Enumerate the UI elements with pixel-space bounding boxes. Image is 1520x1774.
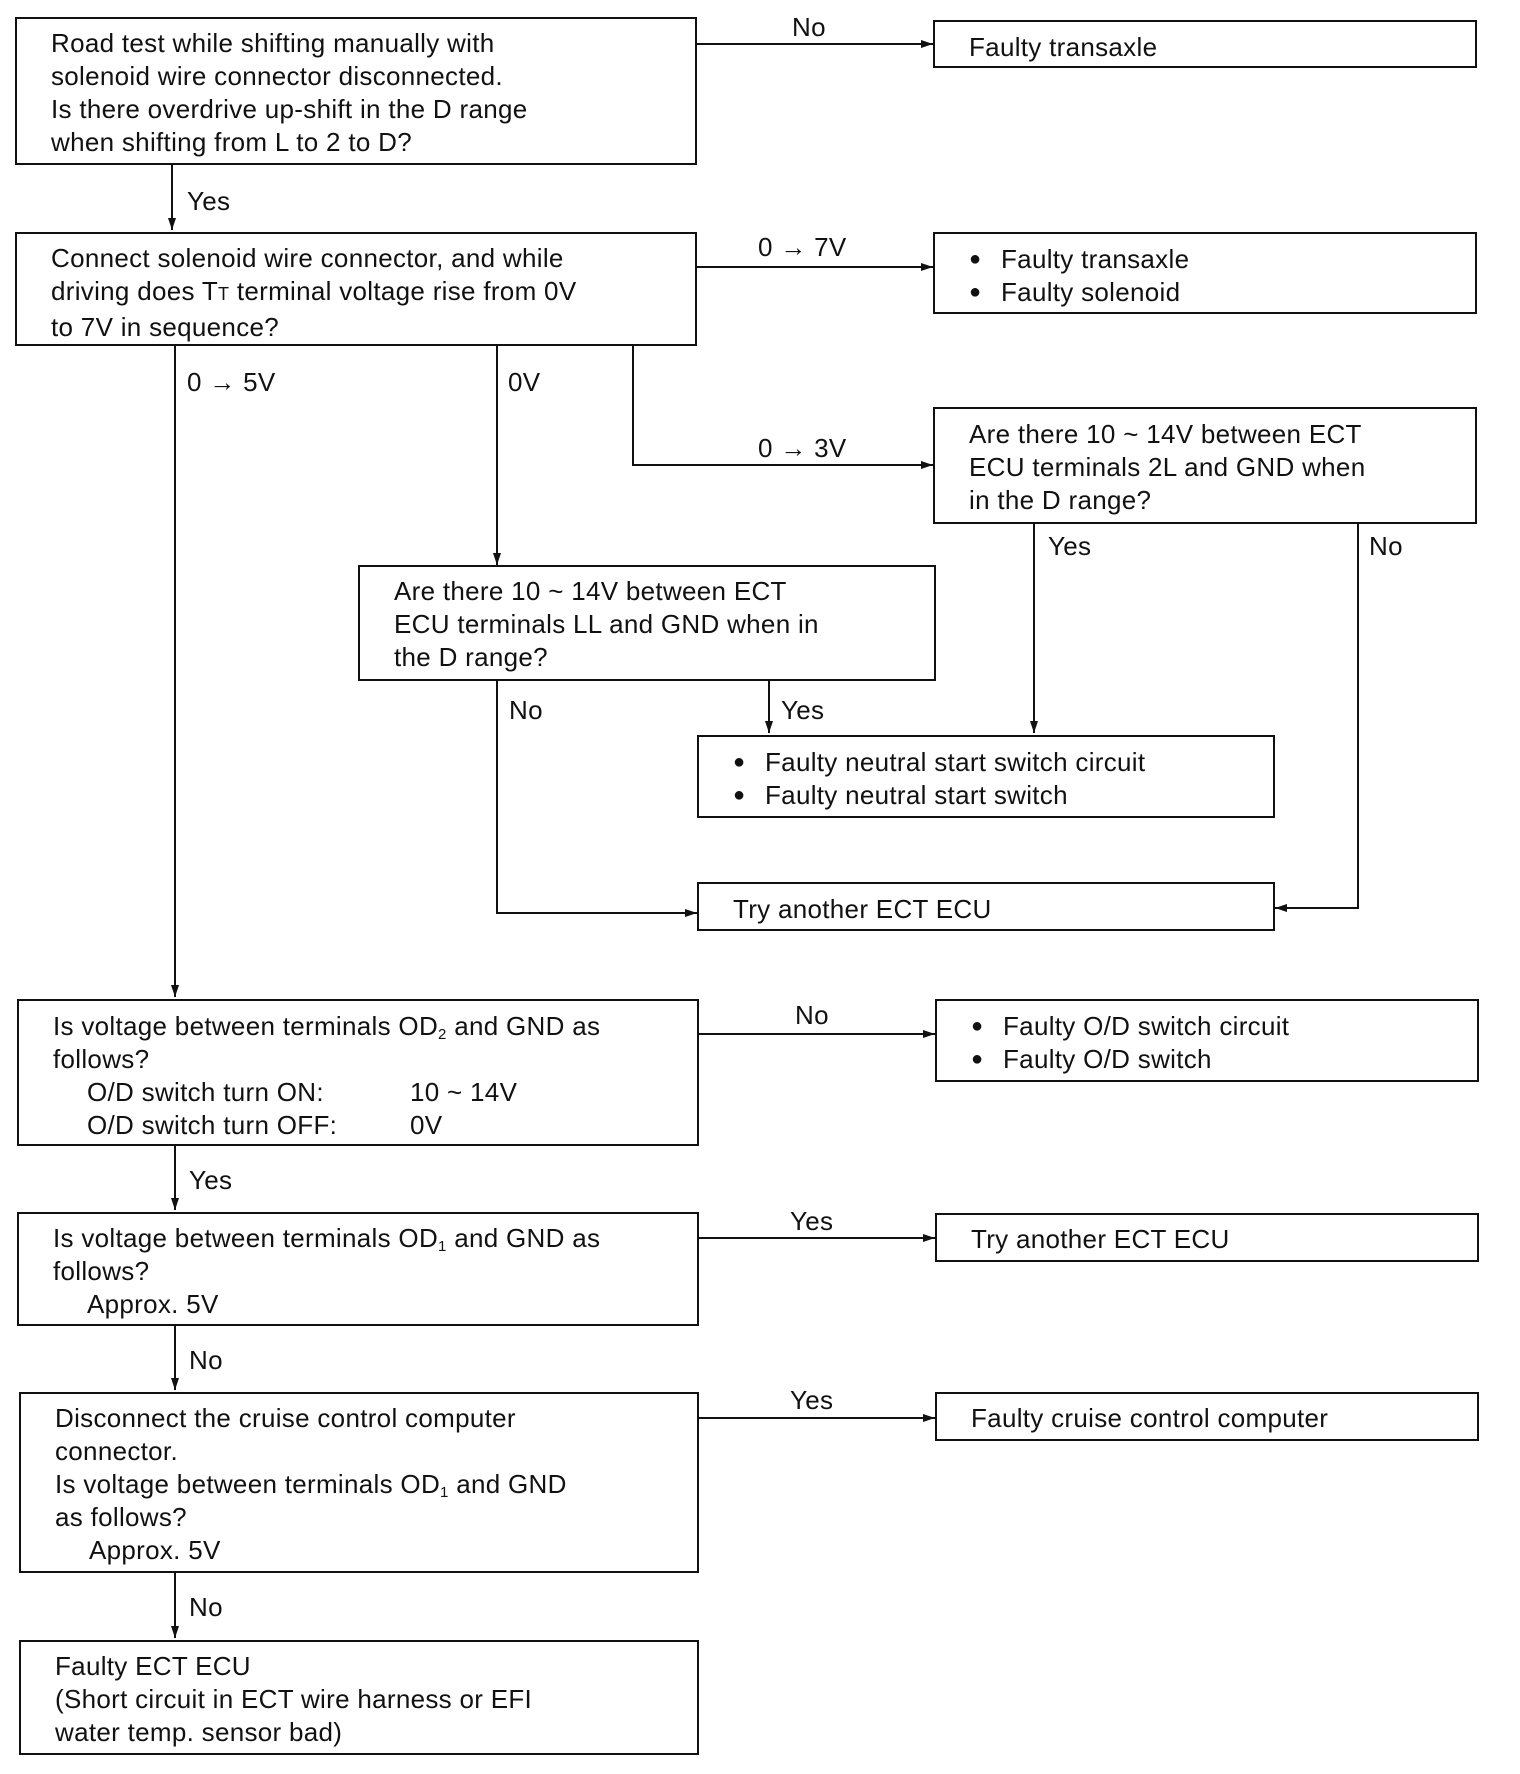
- result-faulty-solenoid-bullet: Faulty solenoid: [969, 276, 1475, 309]
- q2-line-3: to 7V in sequence?: [51, 312, 280, 342]
- result-nss-circuit-bullet: Faulty neutral start switch circuit: [733, 746, 1273, 779]
- od2-line-2: follows?: [53, 1044, 150, 1074]
- od2-line-1-start: Is voltage between terminals OD: [53, 1011, 439, 1041]
- label-qll-yes: Yes: [781, 695, 825, 725]
- question-od2-voltage-box: Is voltage between terminals OD2 and GND…: [17, 999, 699, 1146]
- od2-line-1-end: and GND as: [446, 1011, 601, 1041]
- qll-line-3: the D range?: [394, 642, 548, 672]
- qll-line-2: ECU terminals LL and GND when in: [394, 609, 819, 639]
- label-q2-3v: 0 → 3V: [758, 433, 847, 463]
- q2l-line-2: ECU terminals 2L and GND when: [969, 452, 1366, 482]
- label-q2-5v: 0 → 5V: [187, 367, 276, 397]
- result-nss-bullet: Faulty neutral start switch: [733, 779, 1273, 812]
- cruise-line-4: as follows?: [55, 1502, 187, 1532]
- od1-subscript: 1: [438, 1238, 447, 1255]
- question-road-test-box: Road test while shifting manually with s…: [15, 17, 697, 165]
- od2-line-1: Is voltage between terminals OD2 and GND…: [53, 1010, 685, 1043]
- result-od-switch-box: Faulty O/D switch circuit Faulty O/D swi…: [935, 999, 1479, 1082]
- q2-line-2-start: driving does T: [51, 276, 219, 306]
- cruise-line-1: Disconnect the cruise control computer: [55, 1403, 516, 1433]
- final-line-3: water temp. sensor bad): [55, 1717, 343, 1747]
- od1-line-2: follows?: [53, 1256, 150, 1286]
- label-q2-0v: 0V: [508, 367, 541, 397]
- result-faulty-transaxle-bullet: Faulty transaxle: [969, 243, 1475, 276]
- q1-line-1: Road test while shifting manually with: [51, 28, 495, 58]
- connector-q2-3v: [632, 346, 933, 469]
- cruise-line-3: Is voltage between terminals OD1 and GND: [55, 1468, 685, 1501]
- question-tt-voltage-box: Connect solenoid wire connector, and whi…: [15, 232, 697, 346]
- label-od2-yes: Yes: [189, 1165, 233, 1195]
- cruise-line-3-end: and GND: [448, 1469, 567, 1499]
- result-transaxle-solenoid-box: Faulty transaxle Faulty solenoid: [933, 232, 1477, 314]
- final-line-1: Faulty ECT ECU: [55, 1651, 251, 1681]
- result-faulty-transaxle-text: Faulty transaxle: [969, 32, 1158, 62]
- result-neutral-start-switch-box: Faulty neutral start switch circuit Faul…: [697, 735, 1275, 818]
- result-od-switch-bullet: Faulty O/D switch: [971, 1043, 1477, 1076]
- faulty-cruise-computer-text: Faulty cruise control computer: [971, 1403, 1329, 1433]
- q2-line-2: driving does TT terminal voltage rise fr…: [51, 275, 683, 311]
- od2-on-row: O/D switch turn ON: 10 ~ 14V: [53, 1076, 685, 1109]
- label-od1-no: No: [189, 1345, 223, 1375]
- question-cruise-control-box: Disconnect the cruise control computer c…: [19, 1392, 699, 1573]
- od2-on-label: O/D switch turn ON:: [87, 1077, 324, 1107]
- q1-line-4: when shifting from L to 2 to D?: [51, 127, 412, 157]
- qll-line-1: Are there 10 ~ 14V between ECT: [394, 576, 787, 606]
- connector-q2l-no: [1275, 524, 1359, 912]
- q2-line-1: Connect solenoid wire connector, and whi…: [51, 243, 564, 273]
- result-try-another-ecu-box-1: Try another ECT ECU: [697, 882, 1275, 931]
- od2-on-value: 10 ~ 14V: [410, 1077, 518, 1107]
- question-ll-voltage-box: Are there 10 ~ 14V between ECT ECU termi…: [358, 565, 936, 681]
- label-q2-7v: 0 → 7V: [758, 232, 847, 262]
- try-ecu-1-text: Try another ECT ECU: [733, 894, 992, 924]
- label-od2-no: No: [795, 1000, 829, 1030]
- result-od-switch-circuit-bullet: Faulty O/D switch circuit: [971, 1010, 1477, 1043]
- od2-subscript: 2: [438, 1026, 447, 1043]
- cruise-line-5: Approx. 5V: [89, 1535, 221, 1565]
- q2l-line-1: Are there 10 ~ 14V between ECT: [969, 419, 1362, 449]
- label-cruise-yes: Yes: [790, 1385, 834, 1415]
- od1-line-1-end: and GND as: [446, 1223, 601, 1253]
- q1-line-2: solenoid wire connector disconnected.: [51, 61, 503, 91]
- connector-qll-no: [496, 681, 697, 917]
- cruise-subscript: 1: [440, 1484, 449, 1501]
- question-2l-voltage-box: Are there 10 ~ 14V between ECT ECU termi…: [933, 407, 1477, 524]
- label-q2l-no: No: [1369, 531, 1403, 561]
- od1-line-1-start: Is voltage between terminals OD: [53, 1223, 439, 1253]
- question-od1-voltage-box: Is voltage between terminals OD1 and GND…: [17, 1212, 699, 1326]
- result-try-another-ecu-box-2: Try another ECT ECU: [935, 1213, 1479, 1262]
- od1-line-3: Approx. 5V: [87, 1289, 219, 1319]
- result-faulty-transaxle-box: Faulty transaxle: [933, 20, 1477, 68]
- od2-off-value: 0V: [410, 1110, 443, 1140]
- label-cruise-no: No: [189, 1592, 223, 1622]
- label-q2l-yes: Yes: [1048, 531, 1092, 561]
- label-od1-yes: Yes: [790, 1206, 834, 1236]
- cruise-line-3-start: Is voltage between terminals OD: [55, 1469, 441, 1499]
- tt-subscript: T: [218, 284, 230, 304]
- od2-off-label: O/D switch turn OFF:: [87, 1110, 338, 1140]
- q1-line-3: Is there overdrive up-shift in the D ran…: [51, 94, 528, 124]
- q2-line-2-end: terminal voltage rise from 0V: [229, 276, 577, 306]
- q2l-line-3: in the D range?: [969, 485, 1152, 515]
- try-ecu-2-text: Try another ECT ECU: [971, 1224, 1230, 1254]
- od2-off-row: O/D switch turn OFF: 0V: [53, 1109, 685, 1142]
- label-qll-no: No: [509, 695, 543, 725]
- result-faulty-cruise-computer-box: Faulty cruise control computer: [935, 1392, 1479, 1441]
- label-q1-no: No: [792, 12, 826, 42]
- result-faulty-ect-ecu-box: Faulty ECT ECU (Short circuit in ECT wir…: [19, 1640, 699, 1755]
- final-line-2: (Short circuit in ECT wire harness or EF…: [55, 1684, 533, 1714]
- od1-line-1: Is voltage between terminals OD1 and GND…: [53, 1222, 685, 1255]
- label-q1-yes: Yes: [187, 186, 231, 216]
- cruise-line-2: connector.: [55, 1436, 178, 1466]
